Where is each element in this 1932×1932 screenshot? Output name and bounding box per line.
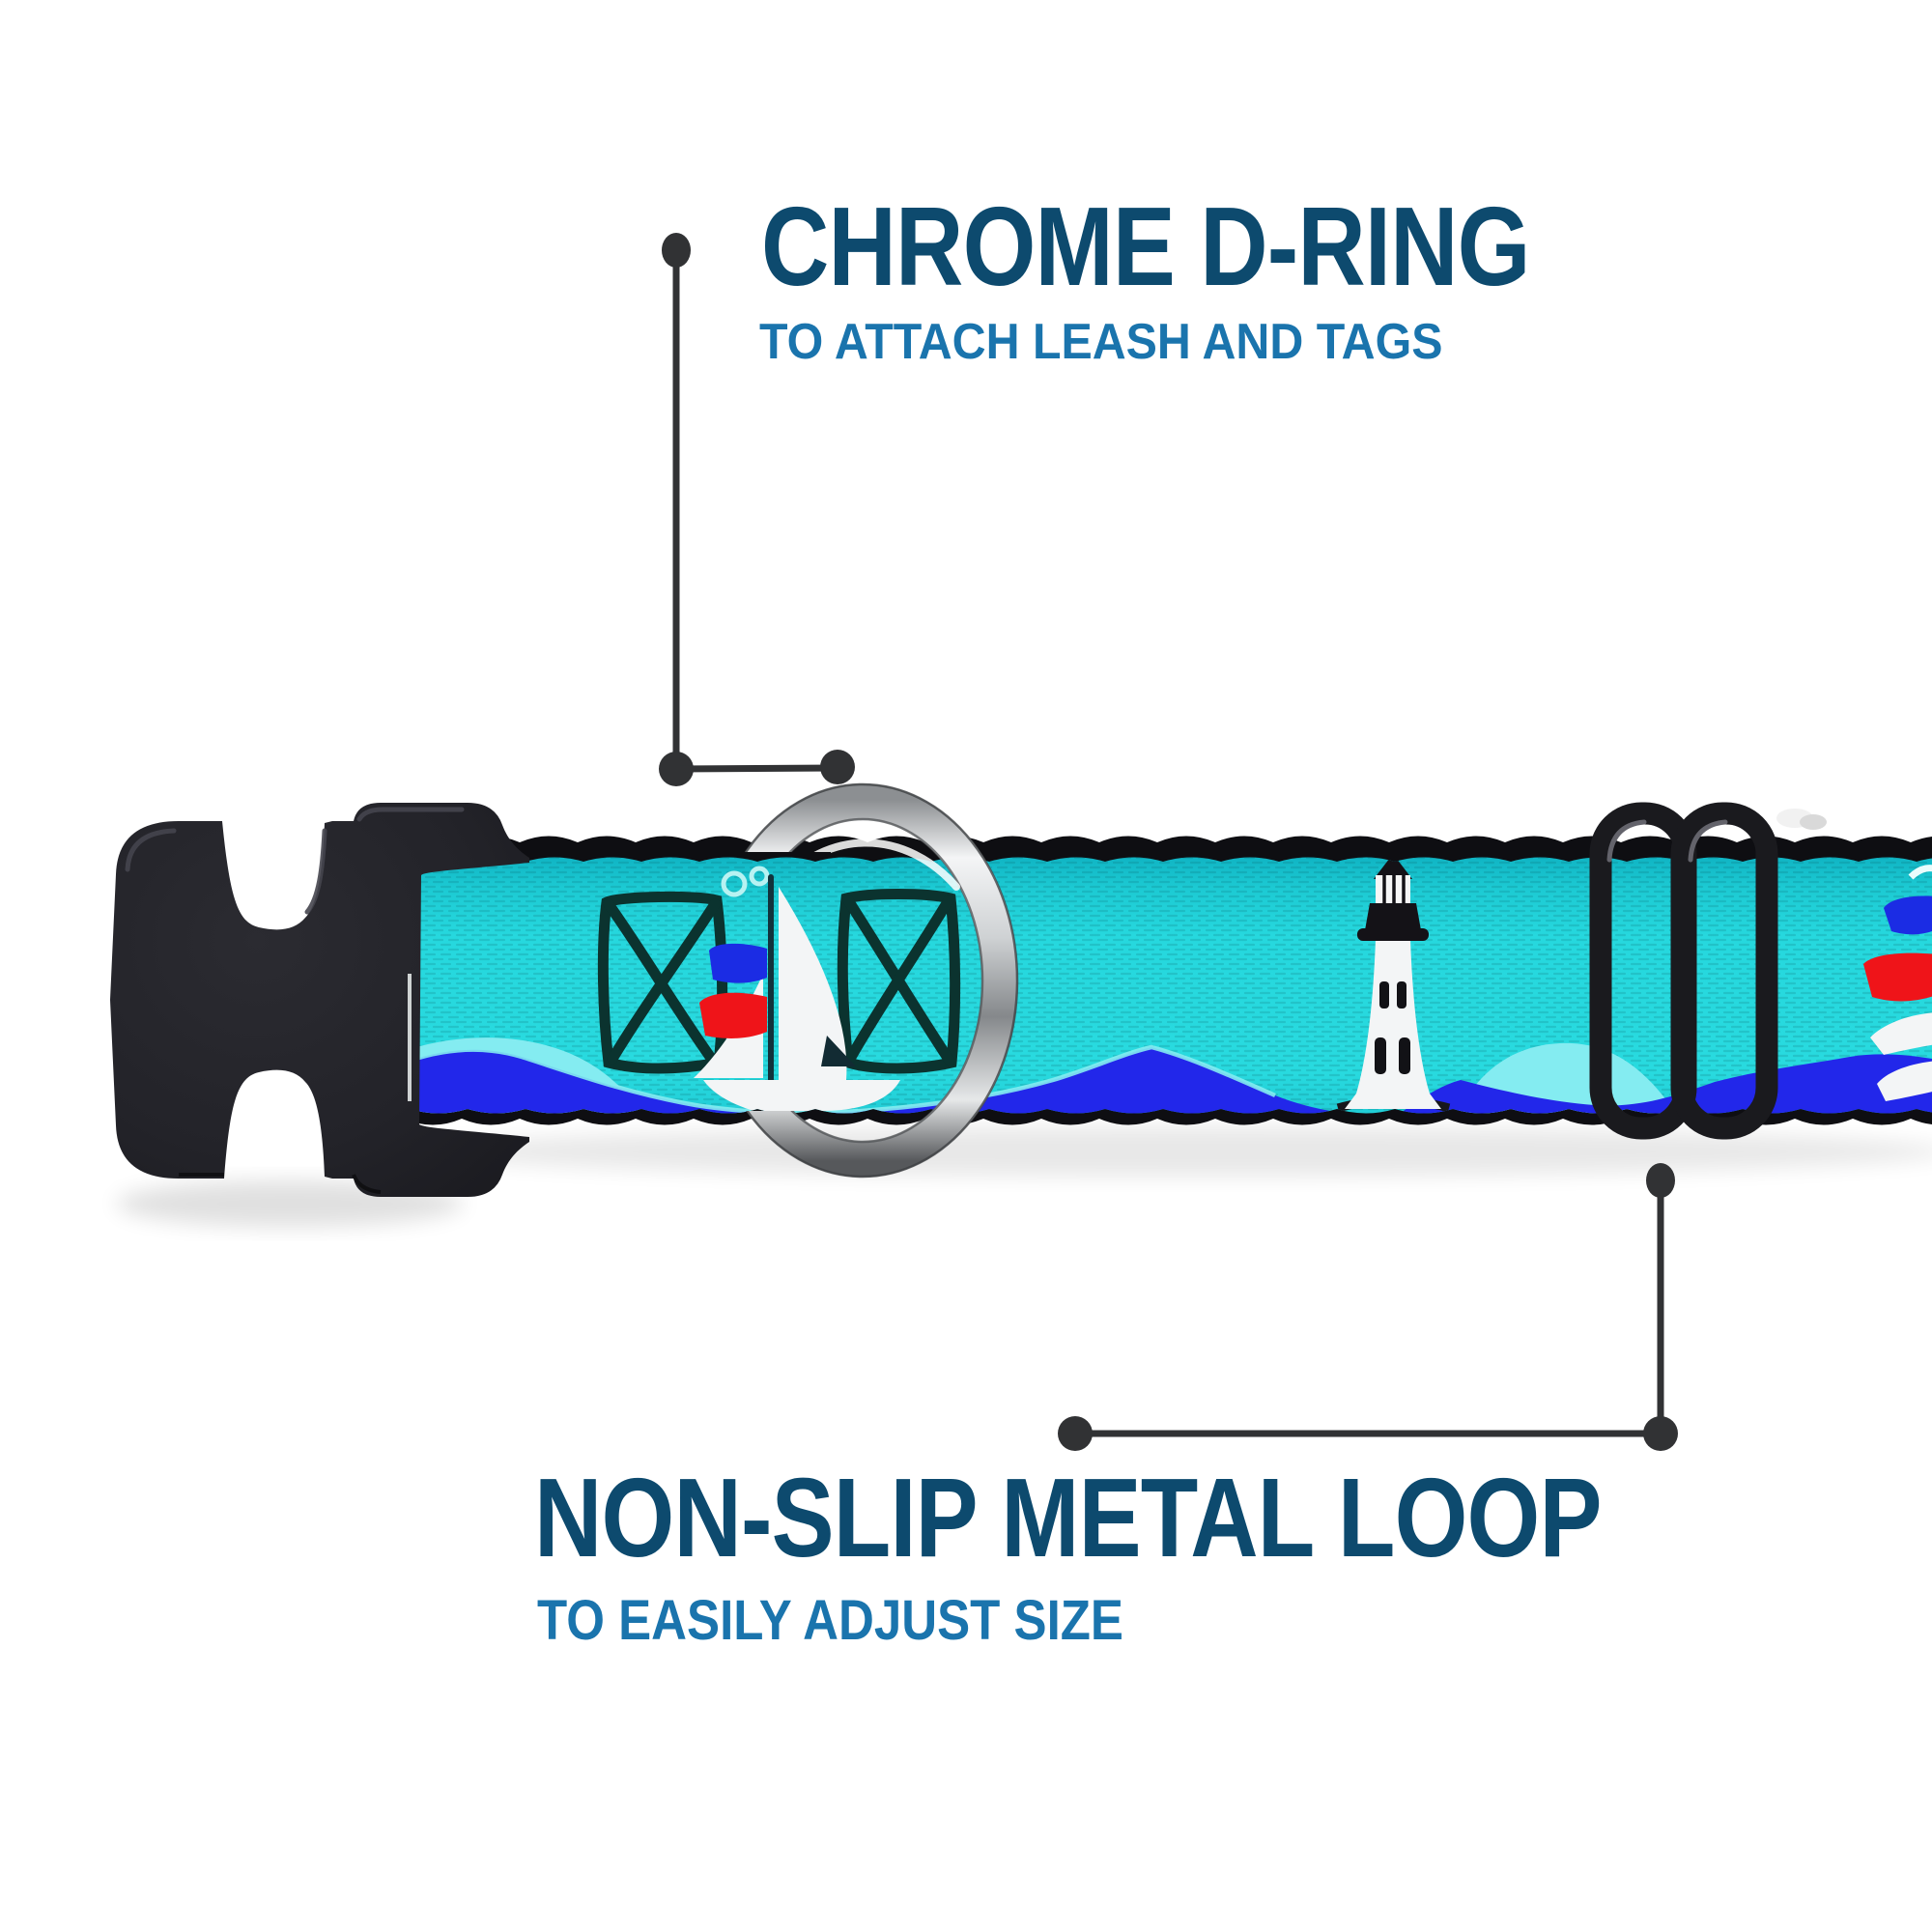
lighthouse-window bbox=[1375, 1037, 1386, 1074]
lighthouse-deck bbox=[1357, 928, 1429, 941]
wind-swirl-icon bbox=[1908, 865, 1932, 880]
callout-point-marker bbox=[1646, 1163, 1675, 1198]
pennant-red bbox=[699, 992, 767, 1038]
edge-notch bbox=[1776, 809, 1827, 830]
pennant-blue bbox=[709, 943, 767, 983]
callout-dring bbox=[659, 233, 855, 786]
slider-highlight bbox=[1606, 819, 1647, 863]
lighthouse-cap bbox=[1374, 857, 1412, 879]
flag-square-diagonal bbox=[607, 898, 721, 1065]
lighthouse-gallery bbox=[1365, 903, 1421, 930]
flag-square-diagonal bbox=[844, 895, 954, 1065]
lighthouse-window bbox=[1397, 981, 1406, 1009]
sail-mast bbox=[768, 874, 774, 1103]
sail bbox=[1870, 1012, 1932, 1055]
buckle-highlight bbox=[125, 807, 465, 915]
sailboat-right bbox=[1863, 865, 1932, 1101]
ocean-wave bbox=[410, 1047, 1932, 1114]
loop-callout-title: NON-SLIP METAL LOOP bbox=[534, 1455, 1602, 1580]
dring-callout-subtitle: TO ATTACH LEASH AND TAGS bbox=[759, 314, 1443, 370]
wind-swirl-icon bbox=[721, 870, 748, 897]
pennant-blue bbox=[1884, 895, 1932, 935]
callout-loop bbox=[1058, 1163, 1678, 1451]
edge-notch-blob bbox=[1800, 814, 1827, 830]
lighthouse-window bbox=[1399, 1037, 1410, 1074]
buckle bbox=[110, 803, 529, 1197]
lighthouse-lantern-mullions bbox=[1382, 875, 1406, 906]
jib-sail bbox=[694, 974, 763, 1078]
dring-callout-title: CHROME D-RING bbox=[761, 184, 1530, 309]
callout-target-dot bbox=[1058, 1416, 1093, 1451]
hull bbox=[1877, 1061, 1932, 1101]
pennant-red bbox=[1863, 952, 1932, 1002]
buckle-body bbox=[110, 803, 529, 1197]
lighthouse-window bbox=[1379, 981, 1389, 1009]
loop-callout-subtitle: TO EASILY ADJUST SIZE bbox=[537, 1589, 1123, 1652]
buckle-lowlight bbox=[179, 1173, 382, 1194]
lighthouse bbox=[1336, 857, 1451, 1113]
slider-highlight bbox=[1688, 819, 1728, 863]
callout-target-dot bbox=[820, 750, 855, 784]
slider-right-loop bbox=[1670, 802, 1778, 1140]
wave-highlight bbox=[410, 1044, 1276, 1114]
callout-point-marker bbox=[662, 233, 691, 268]
lighthouse-tower bbox=[1345, 939, 1441, 1109]
hull bbox=[703, 1080, 900, 1111]
callout-line-horizontal bbox=[675, 764, 838, 773]
main-sail bbox=[779, 887, 847, 1080]
sailboat-left bbox=[694, 866, 900, 1111]
wind-swirl-icon bbox=[749, 866, 770, 887]
boom-shadow bbox=[821, 1036, 856, 1066]
nautical-flag-square-2 bbox=[837, 889, 961, 1074]
slider-loop bbox=[1589, 802, 1778, 1140]
